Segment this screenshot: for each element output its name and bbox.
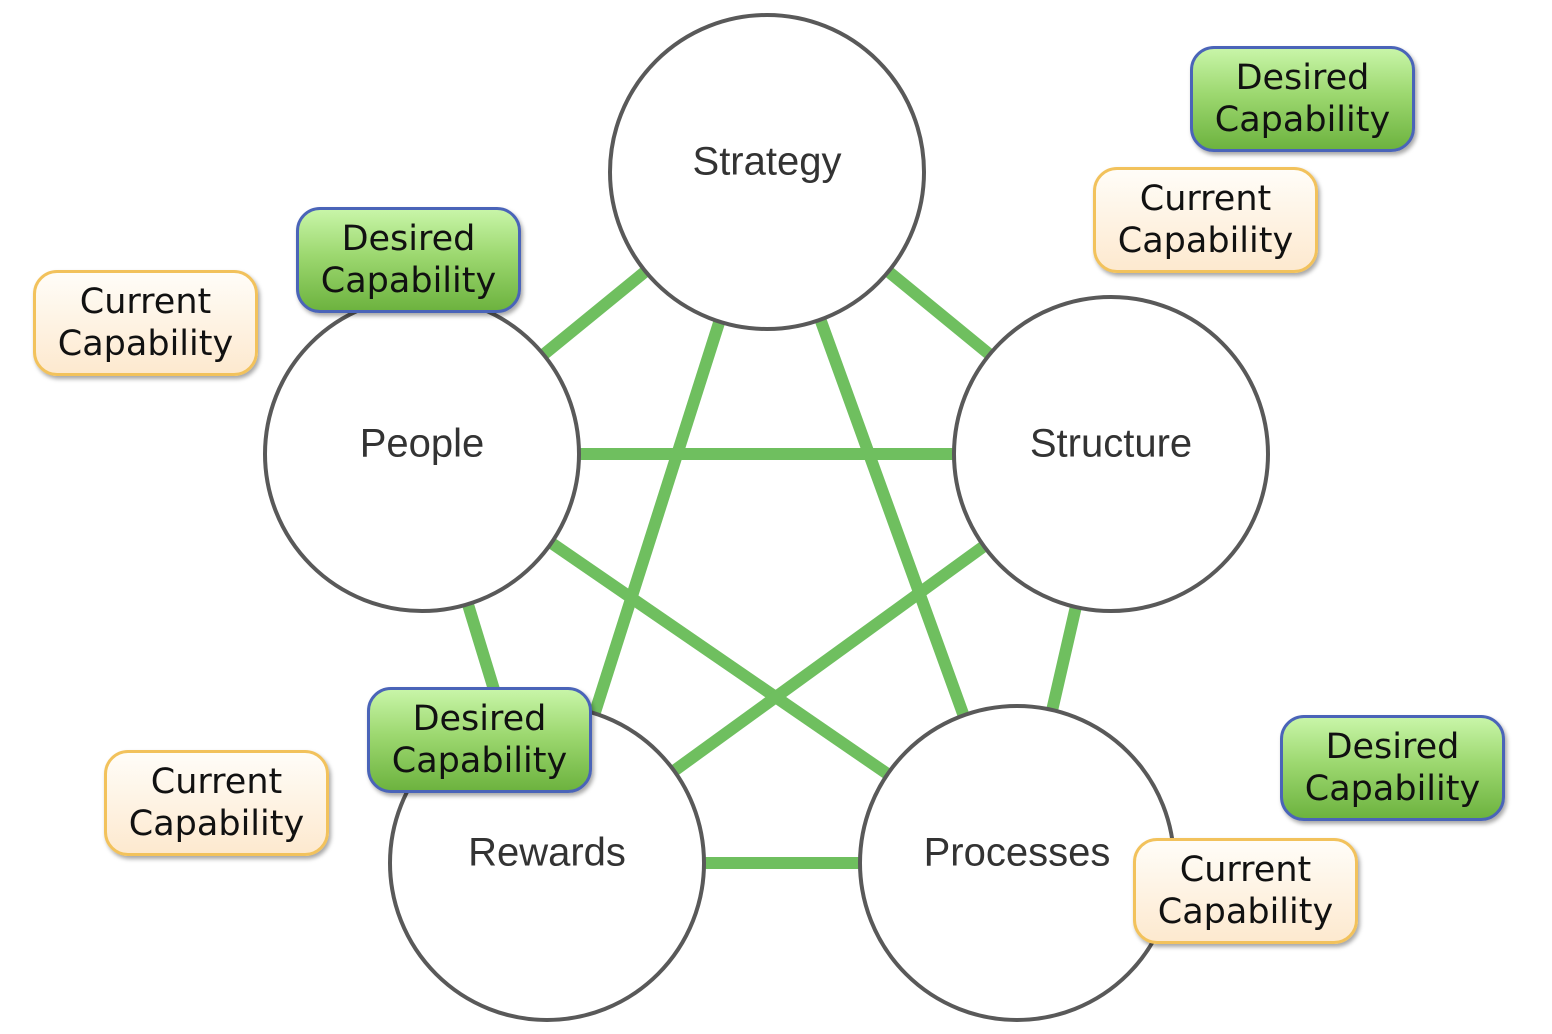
strategy-circle <box>608 13 926 331</box>
connector-strategy-structure <box>883 265 995 361</box>
connector-strategy-processes <box>814 315 970 720</box>
people-current-capability-tag: Current Capability <box>33 270 258 376</box>
connector-strategy-people <box>538 265 651 361</box>
connector-structure-rewards <box>668 540 990 777</box>
connector-people-processes <box>546 536 893 781</box>
node-processes: Processes <box>858 704 1176 1022</box>
tag-line: Current <box>1139 179 1272 219</box>
node-strategy: Strategy <box>608 13 926 331</box>
structure-current-capability-tag: Current Capability <box>1093 167 1318 273</box>
people-desired-capability-tag: Desired Capability <box>296 207 521 313</box>
tag-line: Current <box>150 762 283 802</box>
node-people: People <box>263 295 581 613</box>
tag-line: Capability <box>57 324 234 364</box>
tag-line: Capability <box>1304 769 1481 809</box>
tag-line: Capability <box>320 261 497 301</box>
node-structure: Structure <box>952 295 1270 613</box>
tag-line: Capability <box>391 741 568 781</box>
processes-desired-capability-tag: Desired Capability <box>1280 715 1505 821</box>
people-label: People <box>360 422 485 466</box>
tag-line: Capability <box>1117 221 1294 261</box>
strategy-label: Strategy <box>693 140 842 184</box>
connector-strategy-rewards <box>588 317 726 718</box>
rewards-desired-capability-tag: Desired Capability <box>367 687 592 793</box>
tag-line: Capability <box>128 804 305 844</box>
rewards-label: Rewards <box>468 831 626 875</box>
connector-lines <box>461 265 1083 869</box>
connector-structure-processes <box>1045 603 1083 714</box>
structure-label: Structure <box>1030 422 1192 466</box>
processes-current-capability-tag: Current Capability <box>1133 838 1358 944</box>
tag-line: Current <box>1179 850 1312 890</box>
tag-line: Desired <box>341 219 476 259</box>
tag-line: Capability <box>1157 892 1334 932</box>
processes-label: Processes <box>924 831 1111 875</box>
rewards-current-capability-tag: Current Capability <box>104 750 329 856</box>
tag-line: Desired <box>1325 727 1460 767</box>
tag-line: Capability <box>1214 100 1391 140</box>
tag-line: Current <box>79 282 212 322</box>
structure-circle <box>952 295 1270 613</box>
structure-desired-capability-tag: Desired Capability <box>1190 46 1415 152</box>
tag-line: Desired <box>412 699 547 739</box>
tag-line: Desired <box>1235 58 1370 98</box>
